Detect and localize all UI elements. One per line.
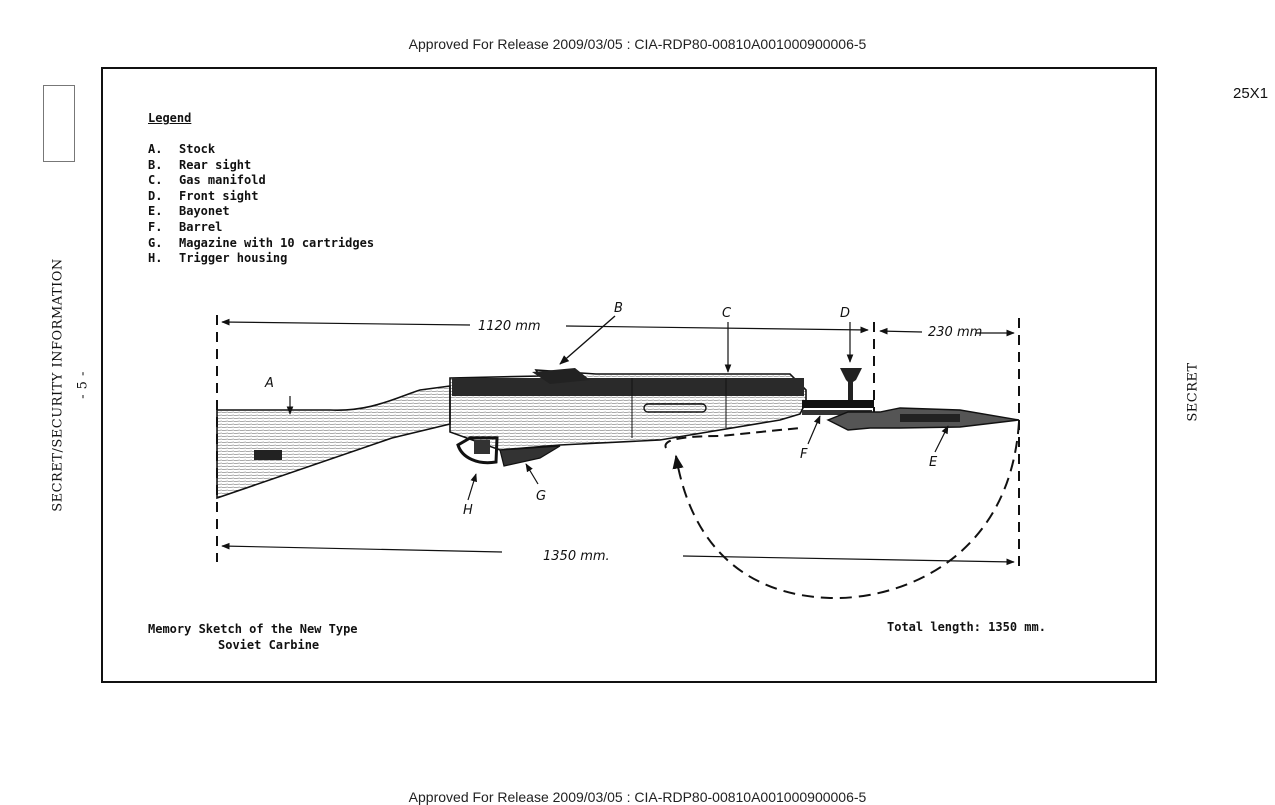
legend-item: D.Front sight — [148, 188, 259, 203]
legend-title: Legend — [148, 111, 192, 125]
release-header: Approved For Release 2009/03/05 : CIA-RD… — [408, 36, 867, 52]
callout-g: G — [536, 489, 546, 504]
legend-item: E.Bayonet — [148, 204, 230, 219]
legend-item: B.Rear sight — [148, 157, 252, 172]
legend-list: A.Stock B.Rear sight C.Gas manifold D.Fr… — [148, 142, 374, 267]
stock-shape — [216, 385, 451, 500]
callout-d: D — [840, 306, 850, 321]
callout-f: F — [800, 447, 808, 462]
release-footer: Approved For Release 2009/03/05 : CIA-RD… — [408, 789, 867, 805]
callout-b: B — [614, 301, 623, 316]
callout-a: A — [264, 376, 274, 391]
legend-item: F.Barrel — [148, 219, 223, 234]
dimension-1120: 1120 mm — [478, 319, 541, 334]
drawing-frame — [101, 67, 1157, 683]
dimension-1350: 1350 mm. — [543, 549, 610, 564]
dimension-230: 230 mm — [928, 325, 982, 340]
callout-c: C — [722, 306, 732, 321]
legend-item: C.Gas manifold — [148, 173, 266, 188]
legend-item: A.Stock — [148, 142, 216, 156]
redaction-code: 25X1 — [1233, 85, 1269, 102]
callout-e: E — [929, 455, 938, 470]
sketch-caption: Memory Sketch of the New Type Soviet Car… — [148, 622, 358, 652]
redaction-box — [43, 85, 75, 162]
total-length: Total length: 1350 mm. — [887, 620, 1046, 634]
legend-item: G.Magazine with 10 cartridges — [148, 235, 375, 250]
callout-h: H — [463, 503, 473, 518]
legend-item: H.Trigger housing — [148, 251, 288, 266]
